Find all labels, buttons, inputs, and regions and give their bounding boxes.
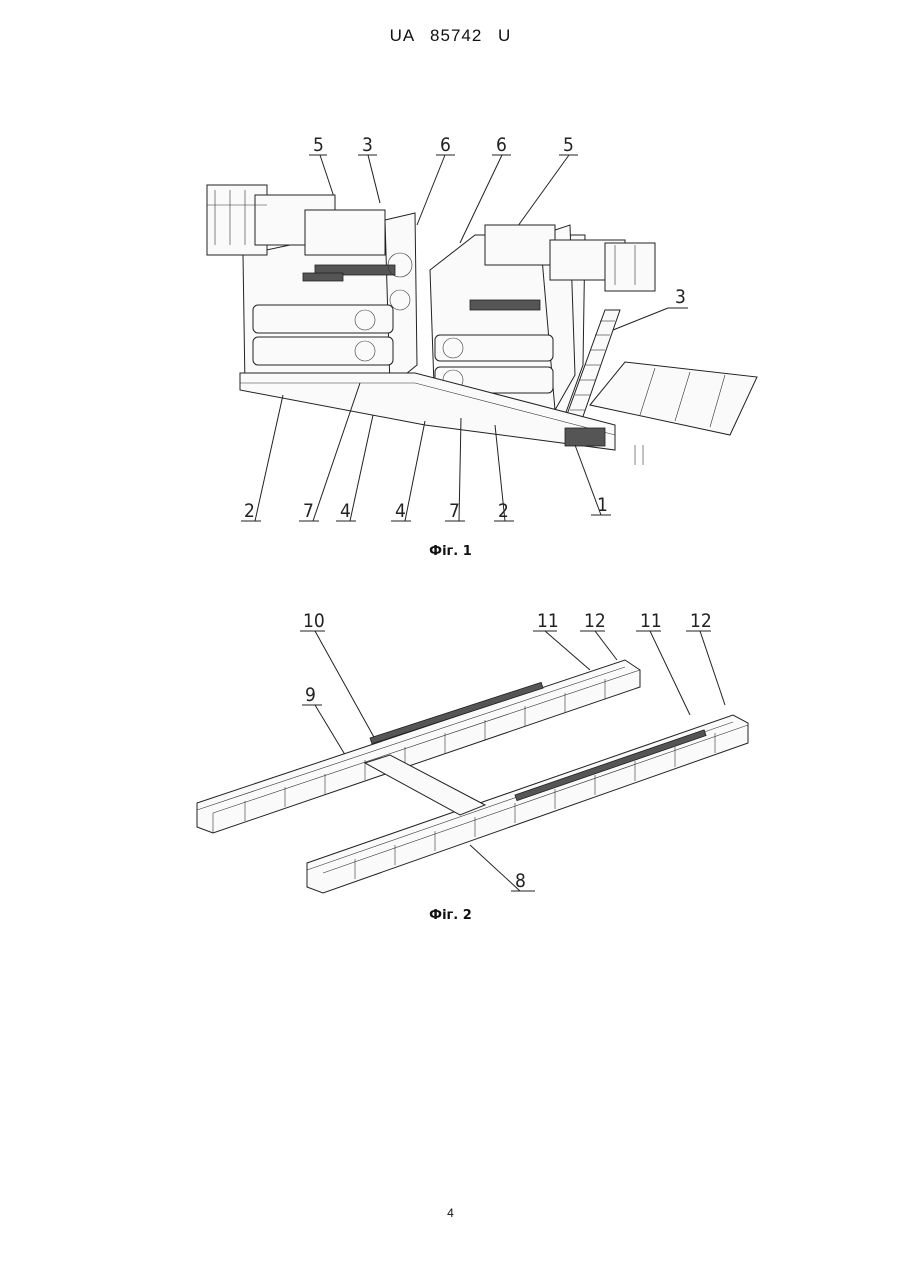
fig1-label-1: 1 [597,494,608,516]
fig1-label-4a: 4 [340,500,351,522]
fig1-label-6b: 6 [496,134,507,156]
page-number: 4 [0,1206,901,1220]
rear-guide-rail [197,660,640,833]
fig1-label-3b: 3 [675,286,686,308]
left-rolling-stand [207,185,417,387]
fig1-label-2a: 2 [244,500,255,522]
fig1-label-3a: 3 [362,134,373,156]
fig1-label-7b: 7 [449,500,460,522]
fig1-label-4b: 4 [395,500,406,522]
fig2-label-9: 9 [305,684,316,706]
fig2-label-8: 8 [515,870,526,892]
fig1-label-7a: 7 [303,500,314,522]
fig2-label-11a: 11 [537,610,559,632]
fig2-label-11b: 11 [640,610,662,632]
fig2-label-12b: 12 [690,610,712,632]
patent-header: UA 85742 U [0,26,901,46]
fig1-label-5a: 5 [313,134,324,156]
figure-2-drawing: 10 9 11 12 11 12 8 [185,605,760,895]
figure-1-drawing: 5 3 6 6 5 3 [185,125,775,525]
fig2-label-12a: 12 [584,610,606,632]
cross-beam [365,755,485,815]
figure-2-caption: Фіг. 2 [0,908,901,923]
figure-1-caption: Фіг. 1 [0,544,901,559]
fig2-label-10: 10 [303,610,325,632]
fig1-label-5b: 5 [563,134,574,156]
fig1-label-6a: 6 [440,134,451,156]
